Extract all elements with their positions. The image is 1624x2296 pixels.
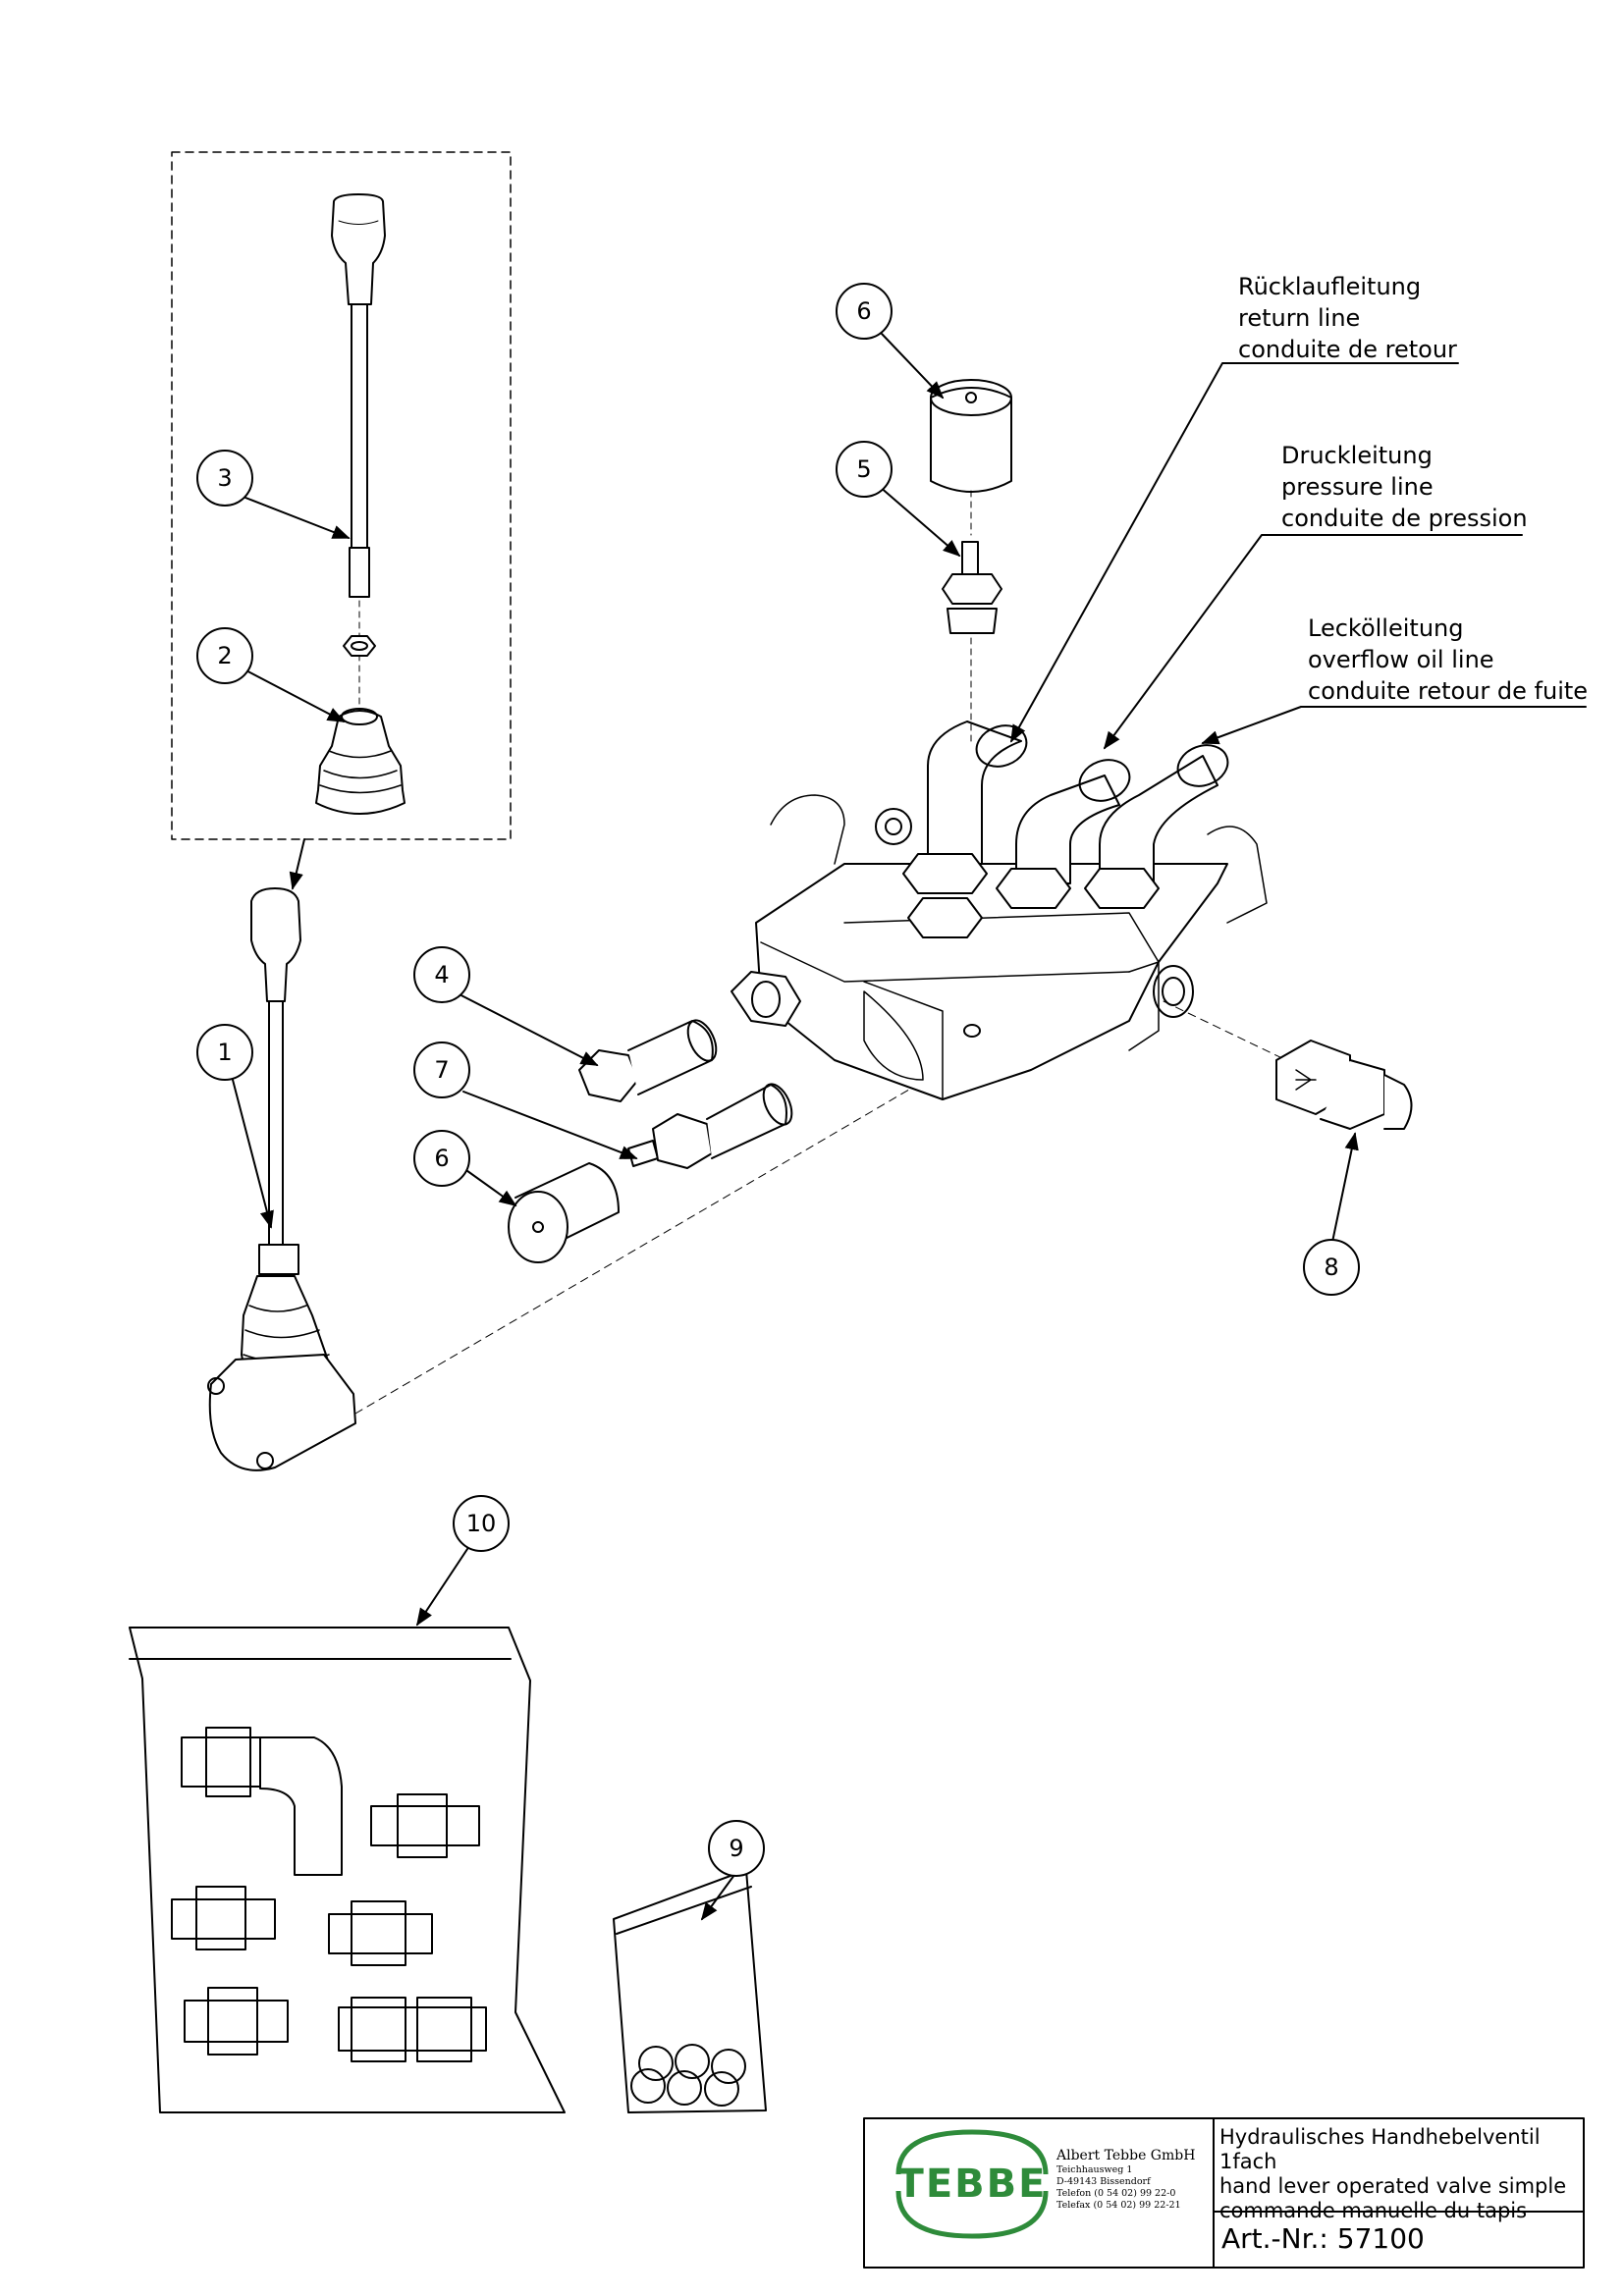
pressure-line-label-en: pressure line [1281, 473, 1434, 501]
part-3-lever-rod [331, 193, 386, 598]
balloon-3 [196, 450, 253, 507]
title-block-frame [863, 2117, 1585, 2269]
balloon-2-number: 2 [217, 642, 232, 669]
balloon-6-top [836, 283, 893, 340]
balloon-1 [196, 1024, 253, 1081]
balloon-8 [1303, 1239, 1360, 1296]
title-en: hand lever operated valve simple [1219, 2174, 1567, 2198]
valve-body [755, 794, 1287, 1100]
company-fax: Telefax (0 54 02) 99 22-21 [1056, 2200, 1181, 2211]
balloon-10-number: 10 [466, 1510, 497, 1537]
balloon-9-number: 9 [729, 1835, 743, 1862]
part-8-check-valve [1275, 1040, 1413, 1130]
part-10-fittings-bag [129, 1627, 566, 2113]
company-address-1: Teichhausweg 1 [1056, 2164, 1133, 2175]
pressure-line-fitting [996, 759, 1131, 909]
balloon-6-bottom [413, 1130, 470, 1187]
return-line-label-en: return line [1238, 304, 1360, 332]
balloon-7-number: 7 [434, 1056, 449, 1084]
pressure-line-label-de: Druckleitung [1281, 442, 1433, 469]
balloon-4 [413, 946, 470, 1003]
title-fr: commande manuelle du tapis [1219, 2199, 1528, 2222]
balloon-6-top-number: 6 [856, 297, 871, 325]
balloon-5-number: 5 [856, 455, 871, 483]
part-4-fitting [578, 971, 801, 1102]
overflow-line-fitting [1084, 744, 1229, 909]
company-phone: Telefon (0 54 02) 99 22-0 [1056, 2188, 1176, 2199]
balloon-5 [836, 441, 893, 498]
balloon-10 [453, 1495, 510, 1552]
balloon-8-number: 8 [1324, 1254, 1338, 1281]
balloon-3-number: 3 [217, 464, 232, 492]
balloon-4-number: 4 [434, 961, 449, 988]
tebbe-logo: TEBBE [895, 2129, 1049, 2239]
balloon-6-bottom-number: 6 [434, 1145, 449, 1172]
kit-dashed-frame [171, 151, 512, 840]
overflow-line-label-fr: conduite retour de fuite [1308, 677, 1588, 705]
overflow-line-label-en: overflow oil line [1308, 646, 1494, 673]
company-info: Albert Tebbe GmbH Teichhausweg 1 D-49143… [1056, 2148, 1214, 2212]
drawing-title: Hydraulisches Handhebelventil 1fach hand… [1214, 2121, 1581, 2222]
part-9-o-ring-bag [613, 1869, 767, 2113]
balloon-7 [413, 1041, 470, 1098]
part-6-cap-bottom [508, 1162, 620, 1263]
company-address-2: D-49143 Bissendorf [1056, 2176, 1151, 2187]
part-5-valve-insert [942, 541, 1002, 747]
return-line-label-de: Rücklaufleitung [1238, 273, 1421, 300]
part-2-nut-and-boot [315, 600, 406, 815]
return-line-label-fr: conduite de retour [1238, 336, 1457, 363]
title-de: Hydraulisches Handhebelventil 1fach [1219, 2125, 1541, 2173]
logo-text: TEBBE [897, 2162, 1048, 2207]
part-7-pressure-fitting [627, 1083, 793, 1169]
company-name: Albert Tebbe GmbH [1056, 2148, 1196, 2163]
pressure-line-label-fr: conduite de pression [1281, 505, 1528, 532]
part-1-assembled-lever [207, 887, 944, 1471]
overflow-line-label-de: Leckölleitung [1308, 614, 1463, 642]
balloon-2 [196, 627, 253, 684]
balloon-1-number: 1 [217, 1039, 232, 1066]
balloon-9 [708, 1820, 765, 1877]
article-number: Art.-Nr.: 57100 [1221, 2222, 1425, 2255]
return-line-fitting [902, 721, 1028, 938]
part-6-cap-top [930, 379, 1012, 536]
